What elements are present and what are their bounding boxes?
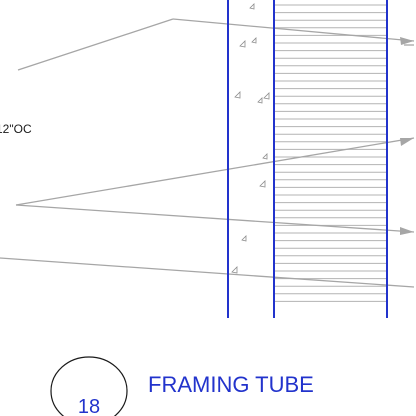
leader-line-mid-1: [15, 137, 415, 206]
concrete-mark: [257, 97, 263, 104]
detail-title: FRAMING TUBE: [148, 372, 314, 397]
concrete-fill-marks: [231, 3, 270, 274]
tube-hatching: [275, 4, 386, 302]
concrete-mark: [259, 180, 266, 188]
concrete-mark: [239, 40, 246, 48]
leader-line-top-2: [172, 18, 415, 42]
detail-tag: 18 FRAMING TUBE: [50, 356, 314, 416]
concrete-mark: [263, 92, 270, 100]
leader-line-low: [0, 257, 415, 288]
concrete-mark: [251, 37, 257, 44]
arrowhead-mid-up: [400, 138, 414, 146]
concrete-mark: [234, 91, 241, 99]
spacing-callout: 12"OC: [0, 122, 32, 136]
leader-line-mid-2: [15, 204, 415, 233]
leader-arrowheads: [400, 37, 414, 235]
wall-lines: [227, 0, 388, 318]
detail-number: 18: [78, 396, 100, 416]
concrete-mark: [262, 153, 268, 160]
arrowhead-top: [400, 37, 414, 45]
concrete-mark: [249, 3, 255, 10]
concrete-mark: [241, 235, 247, 242]
leader-line-top-1: [17, 18, 174, 71]
leader-lines: [0, 18, 415, 288]
arrowhead-mid-down: [400, 227, 414, 235]
detail-bubble: [50, 356, 128, 416]
concrete-mark: [231, 266, 238, 274]
